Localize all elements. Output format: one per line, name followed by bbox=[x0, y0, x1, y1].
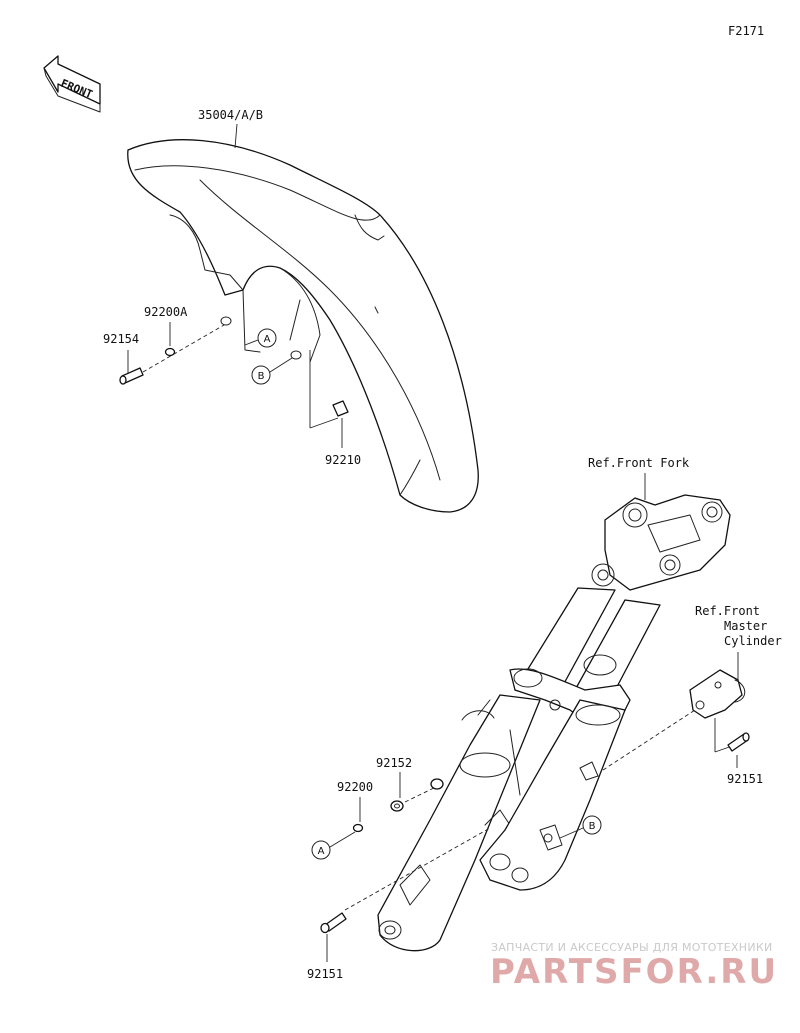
nut-icon bbox=[332, 400, 349, 417]
washer-a-label: 92200A bbox=[144, 305, 188, 319]
bolt-upper-icon bbox=[119, 367, 144, 385]
hose-clamp-bracket bbox=[689, 669, 746, 719]
svg-text:A: A bbox=[318, 846, 325, 857]
ref-master-cyl-line2: Master bbox=[724, 619, 767, 633]
collar-label: 92152 bbox=[376, 756, 412, 770]
bolt-upper-label: 92154 bbox=[103, 332, 139, 346]
ref-master-cyl-line1: Ref.Front bbox=[695, 604, 760, 618]
front-arrow-icon: FRONT bbox=[43, 55, 101, 113]
marker-b-lower: B bbox=[582, 815, 602, 835]
diagram-id: F2171 bbox=[728, 24, 764, 38]
svg-text:B: B bbox=[258, 371, 265, 382]
ref-front-fork-label: Ref.Front Fork bbox=[588, 456, 690, 470]
bolt-right-label: 92151 bbox=[727, 772, 763, 786]
collar-icon bbox=[390, 800, 404, 812]
marker-a-lower: A bbox=[311, 840, 331, 860]
watermark-tagline: ЗАПЧАСТИ И АКСЕССУАРЫ ДЛЯ МОТОТЕХНИКИ bbox=[491, 941, 773, 954]
marker-b-upper: B bbox=[251, 365, 271, 385]
marker-a-upper: A bbox=[257, 328, 277, 348]
ref-master-cyl-line3: Cylinder bbox=[724, 634, 782, 648]
washer-label: 92200 bbox=[337, 780, 373, 794]
washer-a-icon bbox=[164, 347, 176, 357]
front-fender bbox=[127, 139, 479, 513]
svg-text:A: A bbox=[264, 334, 271, 345]
front-fork-assembly bbox=[377, 494, 731, 952]
bolt-right-icon bbox=[727, 732, 750, 752]
washer-icon bbox=[352, 823, 364, 833]
svg-text:B: B bbox=[589, 821, 596, 832]
bolt-lower-icon bbox=[320, 912, 347, 934]
fender-part-label: 35004/A/B bbox=[198, 108, 263, 122]
nut-label: 92210 bbox=[325, 453, 361, 467]
watermark-logo: PARTSFOR.RU bbox=[490, 952, 778, 992]
bolt-lower-label: 92151 bbox=[307, 967, 343, 981]
